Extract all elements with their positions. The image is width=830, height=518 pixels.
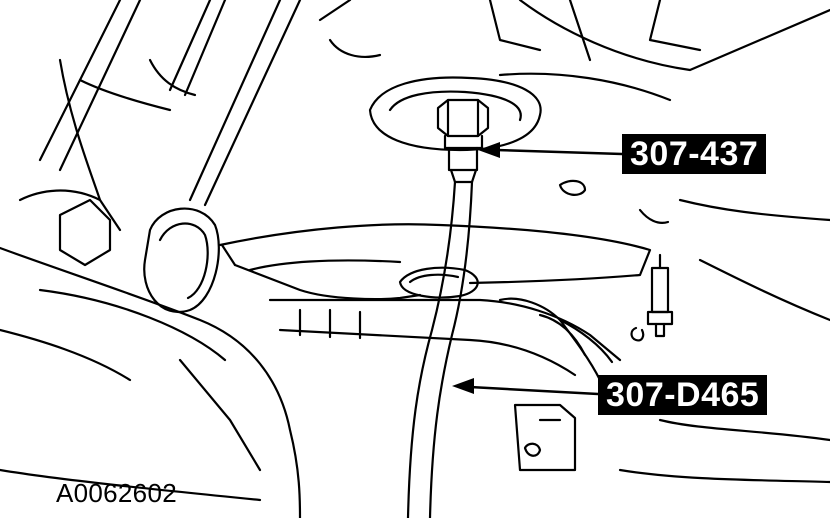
fitting-nut xyxy=(436,98,490,184)
control-arm xyxy=(218,223,652,301)
oxygen-sensor xyxy=(630,253,674,342)
engine-block-outline xyxy=(0,246,302,518)
bushing xyxy=(143,207,220,313)
callout-leader-lower xyxy=(452,378,600,396)
cables xyxy=(38,0,302,207)
lower-housing xyxy=(513,198,830,484)
callout-tool-lower: 307-D465 xyxy=(598,375,768,415)
strut-mount xyxy=(368,0,830,196)
callout-leader-upper xyxy=(478,142,624,158)
callout-tool-upper: 307-437 xyxy=(622,134,767,174)
hose xyxy=(406,180,474,518)
subframe-upper xyxy=(18,0,382,267)
figure-id: A0062602 xyxy=(56,478,177,508)
exhaust-pipe xyxy=(268,297,622,382)
